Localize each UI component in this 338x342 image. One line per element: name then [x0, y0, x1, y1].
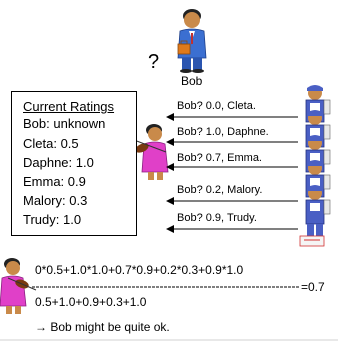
message-cleta: Bob? 0.0, Cleta. — [177, 100, 256, 112]
formula-numerator: 0*0.5+1.0*1.0+0.7*0.9+0.2*0.3+0.9*1.0 — [35, 263, 244, 277]
bob-figure — [177, 9, 207, 73]
message-trudy: Bob? 0.9, Trudy. — [177, 212, 257, 224]
worker-figures — [299, 85, 331, 247]
conclusion-text: → Bob might be quite ok. — [35, 320, 170, 334]
rating-row-trudy: Trudy: 1.0 — [23, 212, 82, 227]
formula-result: =0.7 — [301, 280, 325, 294]
message-emma: Bob? 0.7, Emma. — [177, 152, 262, 164]
bob-label: Bob — [181, 74, 203, 88]
rating-row-daphne: Daphne: 1.0 — [23, 155, 94, 170]
current-ratings-box: Current Ratings Bob: unknown Cleta: 0.5 … — [11, 91, 137, 236]
violinist-figure-bottom — [0, 258, 37, 314]
formula-denominator: 0.5+1.0+0.9+0.3+1.0 — [35, 295, 147, 309]
ratings-title: Current Ratings — [23, 99, 115, 114]
question-mark: ? — [148, 51, 160, 73]
violinist-figure — [133, 124, 169, 180]
message-malory: Bob? 0.2, Malory. — [177, 184, 263, 196]
rating-row-bob: Bob: unknown — [23, 116, 106, 131]
rating-row-malory: Malory: 0.3 — [23, 193, 88, 208]
worker-figure-trudy — [299, 185, 331, 247]
message-arrows — [166, 113, 298, 233]
message-daphne: Bob? 1.0, Daphne. — [177, 126, 269, 138]
rating-row-emma: Emma: 0.9 — [23, 174, 86, 189]
rating-row-cleta: Cleta: 0.5 — [23, 136, 79, 151]
